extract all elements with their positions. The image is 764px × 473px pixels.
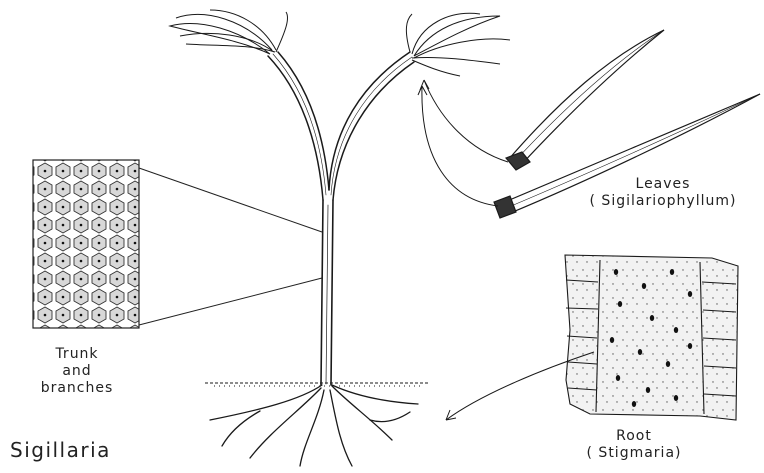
trunk-label-line3: branches (18, 380, 136, 397)
left-leaf-tuft (170, 10, 288, 54)
leaf-detail-upper (506, 30, 664, 170)
figure-title: Sigillaria (10, 442, 111, 459)
root-label: Root ( Stigmaria) (574, 428, 694, 462)
ground-line (205, 383, 430, 386)
trunk-bark-inset (33, 160, 139, 328)
right-leaf-tuft (406, 13, 510, 76)
root-label-line1: Root (574, 428, 694, 445)
leaves-label-line2: ( Sigilariophyllum) (568, 193, 758, 210)
leaves-label-line1: Leaves (568, 176, 758, 193)
root-label-line2: ( Stigmaria) (574, 445, 694, 462)
trunk-label: Trunk and branches (18, 346, 136, 397)
leaf-arrows (418, 80, 508, 206)
plant-roots (210, 385, 418, 466)
trunk-leader-lines (139, 168, 322, 325)
leaves-label: Leaves ( Sigilariophyllum) (568, 176, 758, 210)
trunk-label-line1: Trunk (18, 346, 136, 363)
plant-trunk (268, 52, 414, 385)
root-stigmaria-inset (565, 255, 738, 420)
trunk-label-line2: and (18, 363, 136, 380)
